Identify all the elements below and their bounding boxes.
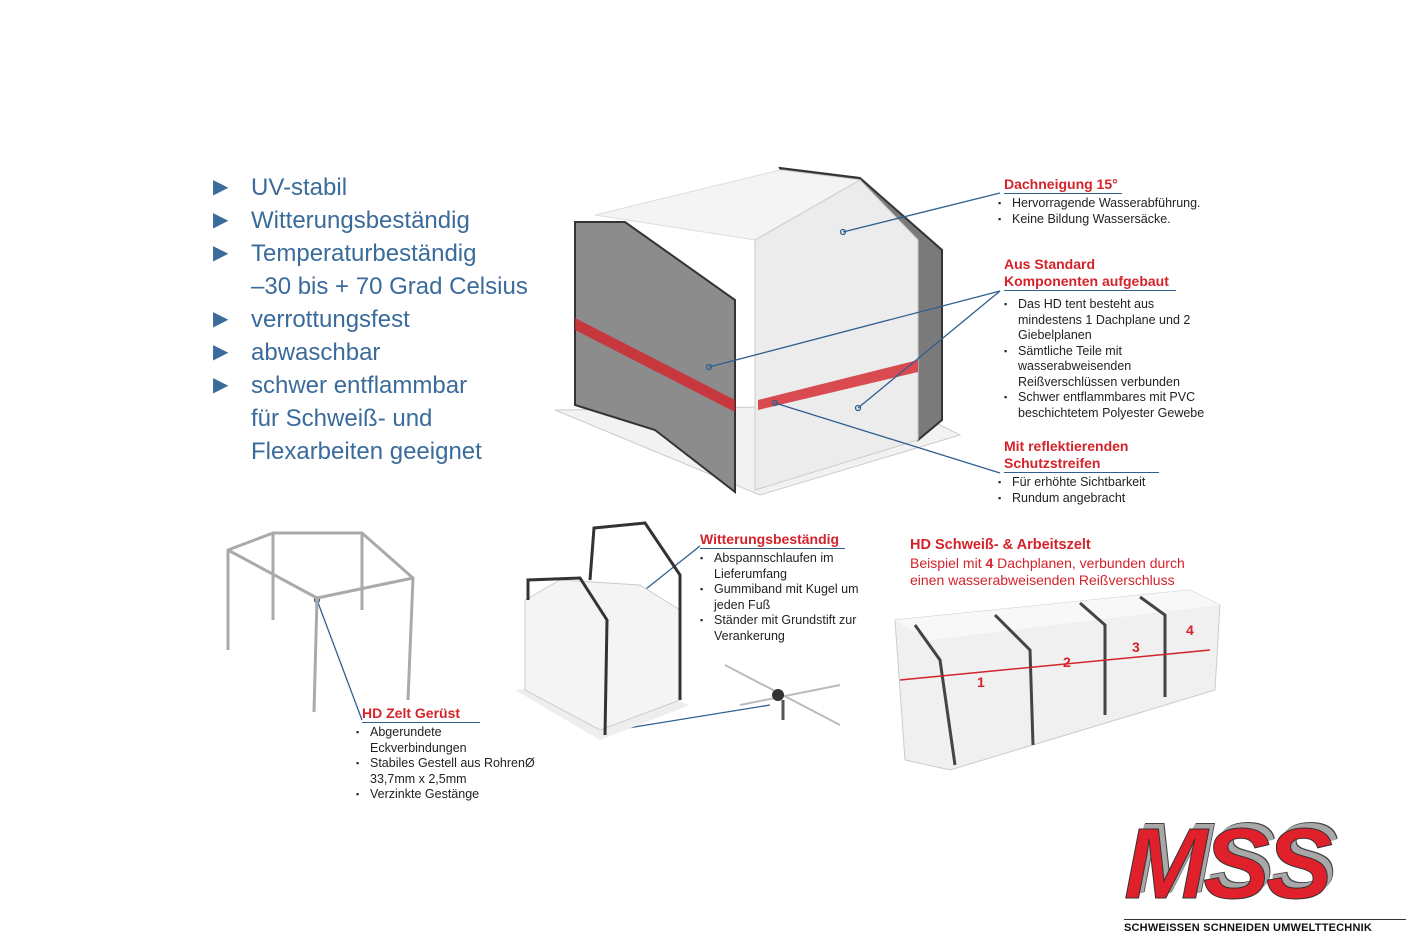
callout-standard: Aus Standard Komponenten aufgebaut Das H… — [1004, 256, 1219, 421]
example-title: HD Schweiß- & Arbeitszelt — [910, 537, 1091, 553]
callout-title: Komponenten aufgebaut — [1004, 273, 1176, 291]
example-caption: HD Schweiß- & Arbeitszelt Beispiel mit 4… — [910, 537, 1185, 590]
feature-item: ▶Witterungsbeständig — [213, 204, 528, 237]
example-line1: Beispiel mit 4 Dachplanen, verbunden dur… — [910, 554, 1185, 571]
segment-label: 4 — [1186, 622, 1194, 638]
triangle-bullet-icon: ▶ — [213, 308, 229, 330]
feature-item: ▶abwaschbar — [213, 336, 528, 369]
callout-title: Witterungsbeständig — [700, 531, 845, 549]
feature-item: ▶schwer entflammbar — [213, 369, 528, 402]
callout-list: Abspannschlaufen im Lieferumfang Gummiba… — [700, 551, 874, 644]
triangle-bullet-icon: ▶ — [213, 209, 229, 231]
callout-list: Für erhöhte Sichtbarkeit Rundum angebrac… — [998, 475, 1219, 506]
main-tent-illustration — [554, 166, 962, 496]
feature-item: ▶verrottungsfest — [213, 303, 528, 336]
callout-weather: Witterungsbeständig Abspannschlaufen im … — [700, 531, 870, 644]
callout-title: Mit reflektierenden — [1004, 438, 1129, 454]
callout-list: Das HD tent besteht aus mindestens 1 Dac… — [1004, 297, 1213, 421]
long-tent-illustration — [894, 589, 1221, 771]
callout-roof: Dachneigung 15° Hervorragende Wasserabfü… — [998, 176, 1219, 227]
feature-item: ▶UV-stabil — [213, 171, 528, 204]
example-line2: einen wasserabweisenden Reißverschluss — [910, 572, 1175, 588]
triangle-bullet-icon: ▶ — [213, 374, 229, 396]
feature-subtext: für Schweiß- und — [251, 405, 433, 432]
segment-label: 2 — [1063, 654, 1071, 670]
triangle-bullet-icon: ▶ — [213, 242, 229, 264]
feature-item: ▶Temperaturbeständig — [213, 237, 528, 270]
segment-label: 3 — [1132, 639, 1140, 655]
callout-title: Dachneigung 15° — [1004, 176, 1122, 194]
callout-title: Aus Standard — [1004, 256, 1096, 272]
feature-subtext: Flexarbeiten geeignet — [251, 438, 482, 465]
mss-logo: MSS SCHWEISSEN SCHNEIDEN UMWELTTECHNIK — [1122, 808, 1412, 937]
frame-illustration — [226, 531, 415, 713]
triangle-bullet-icon: ▶ — [213, 176, 229, 198]
feature-list: ▶UV-stabil ▶Witterungsbeständig ▶Tempera… — [213, 171, 528, 468]
callout-reflect: Mit reflektierenden Schutzstreifen Für e… — [998, 438, 1219, 506]
callout-list: Abgerundete Eckverbindungen Stabiles Ges… — [356, 725, 540, 803]
callout-frame: HD Zelt Gerüst Abgerundete Eckverbindung… — [356, 705, 552, 803]
small-tent-illustration — [515, 521, 841, 740]
logo-tagline: SCHWEISSEN SCHNEIDEN UMWELTTECHNIK — [1124, 922, 1372, 934]
callout-list: Hervorragende Wasserabführung. Keine Bil… — [998, 196, 1219, 227]
feature-subtext: –30 bis + 70 Grad Celsius — [251, 273, 528, 300]
callout-title: Schutzstreifen — [1004, 455, 1159, 473]
triangle-bullet-icon: ▶ — [213, 341, 229, 363]
segment-label: 1 — [977, 674, 985, 690]
callout-title: HD Zelt Gerüst — [362, 705, 480, 723]
logo-divider — [1124, 919, 1406, 920]
logo-letters: MSS — [1124, 808, 1334, 920]
